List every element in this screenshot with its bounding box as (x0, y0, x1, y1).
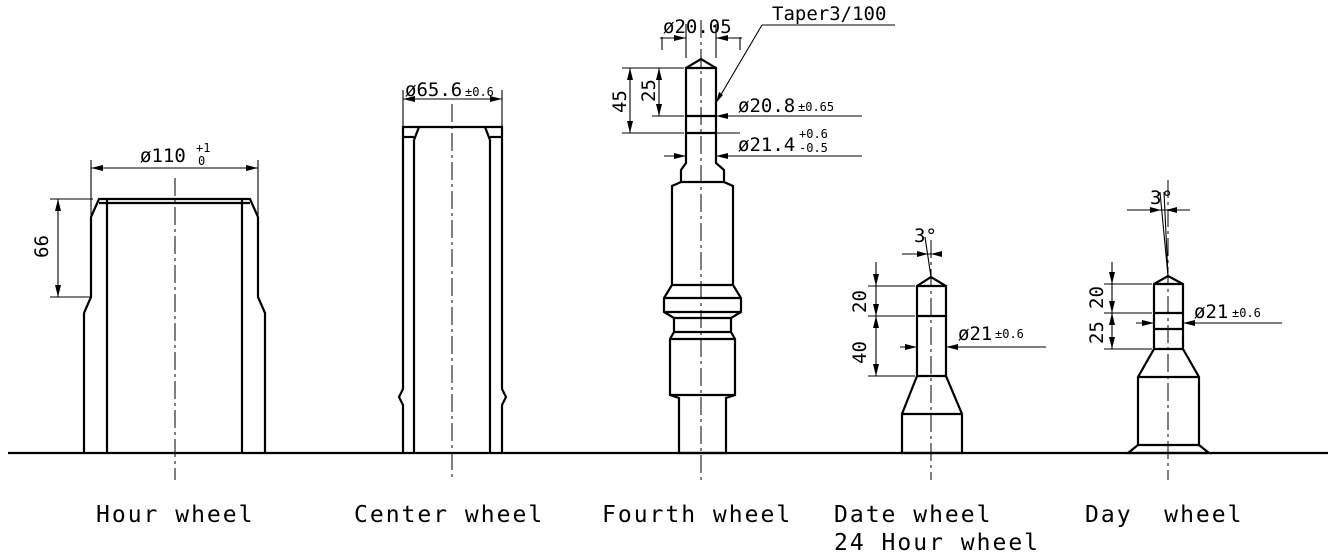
fourth-wheel-height-25: 25 (638, 79, 660, 102)
caption-center-wheel: Center wheel (354, 502, 544, 528)
date-wheel-tol: ±0.6 (995, 327, 1024, 341)
date-wheel-height-20: 20 (849, 290, 871, 313)
caption-24-hour-wheel: 24 Hour wheel (834, 530, 1040, 556)
caption-fourth-wheel: Fourth wheel (602, 502, 792, 528)
date-wheel-height-40: 40 (849, 341, 871, 364)
hour-wheel-height: 66 (31, 235, 53, 258)
date-wheel-angle: 3° (914, 225, 937, 247)
caption-day-wheel: Day wheel (1085, 502, 1243, 528)
day-wheel-tol: ±0.6 (1232, 306, 1261, 320)
fourth-wheel-top-diameter: ø20.05 (663, 16, 732, 38)
fourth-wheel-low-diameter: ø21.4 (738, 134, 795, 156)
day-wheel-part (1104, 180, 1282, 480)
hour-wheel-part (50, 160, 267, 480)
fourth-wheel-mid-tol: ±0.65 (798, 100, 834, 114)
fourth-wheel-part (622, 20, 895, 480)
hour-wheel-tol-lower: 0 (198, 154, 205, 168)
center-wheel-tol: ±0.6 (465, 85, 494, 99)
caption-date-wheel: Date wheel (834, 502, 992, 528)
center-wheel-part (397, 90, 508, 480)
fourth-wheel-low-tol-lower: -0.5 (799, 141, 828, 155)
day-wheel-height-20: 20 (1086, 286, 1108, 309)
date-wheel-diameter: ø21 (958, 323, 992, 345)
hour-wheel-tol-upper: +1 (196, 141, 210, 155)
fourth-wheel-mid-diameter: ø20.8 (738, 95, 795, 117)
caption-hour-wheel: Hour wheel (96, 502, 254, 528)
fourth-wheel-taper: Taper3/100 (772, 3, 886, 25)
day-wheel-height-25: 25 (1086, 321, 1108, 344)
fourth-wheel-height-45: 45 (609, 90, 631, 113)
hour-wheel-diameter: ø110 (140, 145, 186, 167)
center-wheel-diameter: ø65.6 (405, 79, 462, 101)
day-wheel-angle: 3° (1150, 187, 1173, 209)
date-wheel-part (868, 236, 1046, 480)
fourth-wheel-low-tol-upper: +0.6 (799, 127, 828, 141)
day-wheel-diameter: ø21 (1194, 301, 1228, 323)
